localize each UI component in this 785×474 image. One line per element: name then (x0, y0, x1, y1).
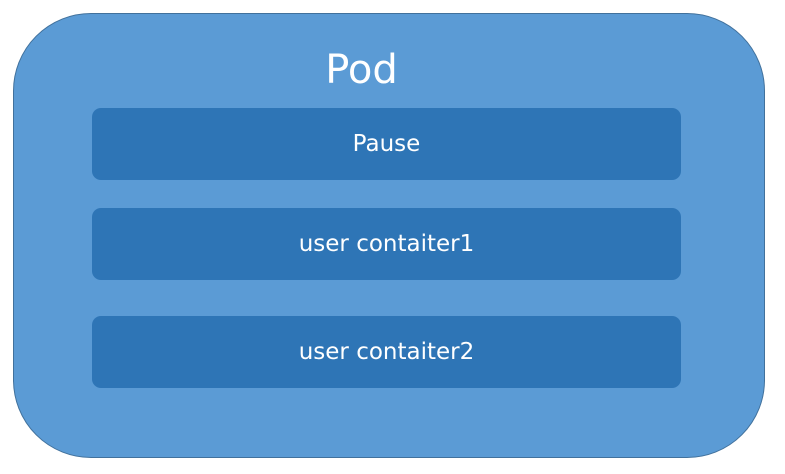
user-container-2-box: user contaiter2 (92, 316, 681, 388)
user-container-2-label: user contaiter2 (298, 339, 475, 365)
user-container-1-box: user contaiter1 (92, 208, 681, 280)
pause-container-label: Pause (352, 131, 421, 157)
user-container-1-label: user contaiter1 (298, 231, 475, 257)
pod-title: Pod (325, 47, 398, 93)
pause-container-box: Pause (92, 108, 681, 180)
